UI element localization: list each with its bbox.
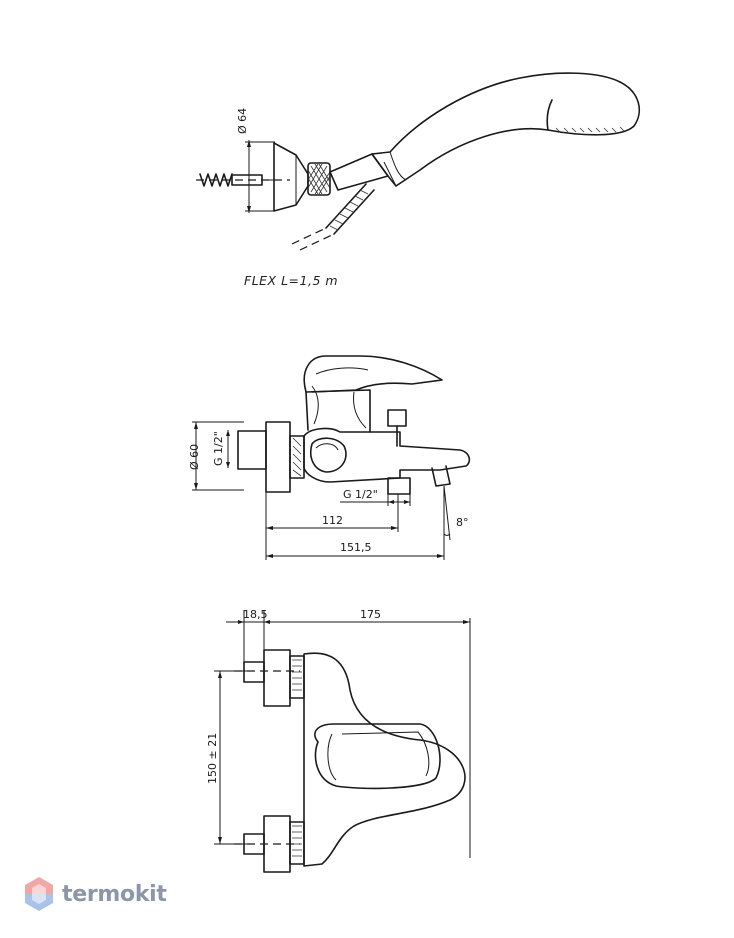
dim-112: 112 <box>322 514 343 527</box>
mixer-top-view: 18,5 175 150 ± 21 <box>206 608 471 873</box>
dim-175: 175 <box>360 608 381 621</box>
dim-185: 18,5 <box>243 608 268 621</box>
brand-watermark: termokit <box>24 874 167 914</box>
flex-hose-label: FLEX L=1,5 m <box>244 273 338 288</box>
shower-diameter-label: Ø 64 <box>236 108 249 134</box>
outlet-thread-label: G 1/2" <box>343 488 378 501</box>
dim-150: 150 ± 21 <box>206 733 219 784</box>
brand-name: termokit <box>62 881 167 907</box>
shower-view: Ø 64 FLEX L=1,5 m <box>196 72 641 288</box>
mixer-diameter-label: Ø 60 <box>188 444 201 470</box>
inlet-thread-label: G 1/2" <box>212 431 225 466</box>
mixer-side-view: Ø 60 G 1/2" G 1/2" <box>188 355 471 560</box>
angle-label: 8° <box>456 516 469 529</box>
hexagon-icon <box>25 877 53 911</box>
dim-1515: 151,5 <box>340 541 372 554</box>
